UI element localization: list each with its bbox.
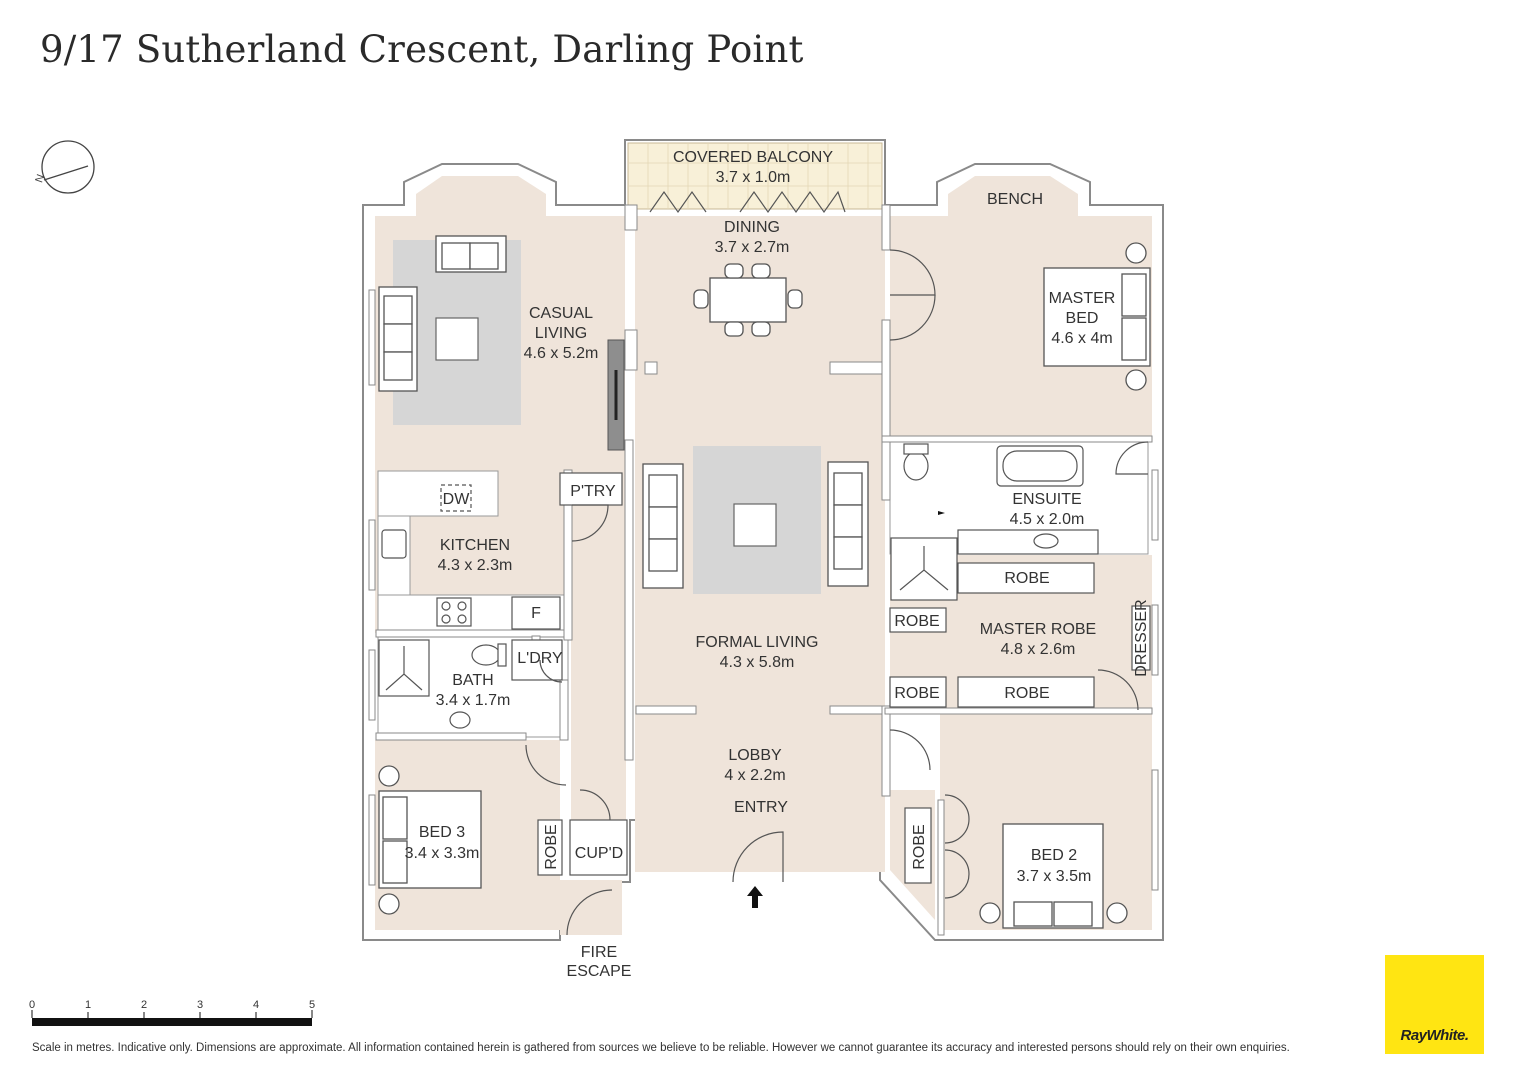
ensuite-size: 4.5 x 2.0m	[1010, 511, 1085, 528]
laundry-label: L'DRY	[517, 650, 563, 667]
ensuite-fixtures	[890, 443, 1099, 601]
master-bed-icon	[1043, 242, 1151, 391]
bed3-size: 3.4 x 3.3m	[405, 845, 480, 862]
covered-balcony-area	[627, 142, 883, 214]
balcony-size: 3.7 x 1.0m	[716, 169, 791, 186]
lobby-size: 4 x 2.2m	[724, 767, 785, 784]
robe-left-lower-label: ROBE	[894, 685, 939, 702]
bed3-icon	[378, 765, 482, 915]
master-bed-name-2: BED	[1066, 310, 1099, 327]
ensuite-arrow-icon	[938, 511, 945, 515]
kitchen-size: 4.3 x 2.3m	[438, 557, 513, 574]
casual-sofa-icon	[378, 235, 507, 392]
dishwasher-label: DW	[443, 491, 471, 508]
scale-tick-0: 0	[29, 999, 35, 1011]
scale-tick-1: 1	[85, 999, 91, 1011]
bath-name: BATH	[452, 672, 493, 689]
windows	[368, 289, 1159, 891]
robe-ensuite-label: ROBE	[1004, 570, 1049, 587]
dining-name: DINING	[724, 219, 780, 236]
room-labels: COVERED BALCONY 3.7 x 1.0m BENCH DINING …	[405, 149, 1150, 980]
page-title: 9/17 Sutherland Crescent, Darling Point	[40, 28, 804, 71]
casual-living-name-2: LIVING	[535, 325, 587, 342]
logo-text: RayWhite.	[1400, 1027, 1469, 1044]
casual-coffee-table-icon	[435, 317, 479, 361]
bed2-size: 3.7 x 3.5m	[1017, 868, 1092, 885]
fireplace-icon	[607, 339, 625, 451]
formal-living-size: 4.3 x 5.8m	[720, 654, 795, 671]
scale-bar: 0 1 2 3 4 5	[29, 999, 315, 1026]
master-robe-size: 4.8 x 2.6m	[1001, 641, 1076, 658]
bed3-name: BED 3	[419, 824, 465, 841]
robe-bed3-label: ROBE	[543, 824, 560, 869]
balcony-name: COVERED BALCONY	[673, 149, 833, 166]
robe-left-upper-label: ROBE	[894, 613, 939, 630]
compass-label: N	[33, 173, 47, 185]
robe-bed2-label: ROBE	[911, 824, 928, 869]
casual-living-name-1: CASUAL	[529, 305, 593, 322]
kitchen-fittings	[381, 484, 561, 630]
pantry-label: P'TRY	[570, 483, 616, 500]
fire-escape-line-2: ESCAPE	[567, 963, 632, 980]
formal-sofa-icon	[642, 461, 869, 589]
disclaimer-text: Scale in metres. Indicative only. Dimens…	[32, 1042, 1290, 1054]
formal-living-name: FORMAL LIVING	[696, 634, 819, 651]
scale-tick-3: 3	[197, 999, 203, 1011]
raywhite-logo: RayWhite.	[1385, 955, 1484, 1054]
bath-size: 3.4 x 1.7m	[436, 692, 511, 709]
formal-coffee-table-icon	[733, 503, 777, 547]
scale-tick-2: 2	[141, 999, 147, 1011]
door-swings	[525, 249, 1149, 936]
bench-label: BENCH	[987, 191, 1043, 208]
bath-fittings	[378, 639, 563, 729]
master-robe-name: MASTER ROBE	[980, 621, 1096, 638]
cupboard-label: CUP'D	[575, 845, 623, 862]
fridge-label: F	[531, 605, 541, 622]
north-compass-icon: N	[33, 140, 95, 194]
scale-tick-4: 4	[253, 999, 259, 1011]
casual-living-size: 4.6 x 5.2m	[524, 345, 599, 362]
lobby-name: LOBBY	[728, 747, 782, 764]
fire-escape-line-1: FIRE	[581, 944, 617, 961]
scale-tick-5: 5	[309, 999, 315, 1011]
robe-units	[537, 472, 1151, 884]
entry-arrow-icon	[747, 886, 763, 908]
kitchen-name: KITCHEN	[440, 537, 510, 554]
master-bed-size: 4.6 x 4m	[1051, 330, 1112, 347]
dining-table-icon	[693, 263, 803, 337]
bed2-name: BED 2	[1031, 847, 1077, 864]
entry-label: ENTRY	[734, 799, 788, 816]
dresser-label: DRESSER	[1133, 599, 1150, 676]
bed2-icon	[979, 823, 1128, 929]
robe-lower-label: ROBE	[1004, 685, 1049, 702]
dining-size: 3.7 x 2.7m	[715, 239, 790, 256]
interior-walls	[375, 204, 1153, 936]
ensuite-name: ENSUITE	[1012, 491, 1081, 508]
master-bed-name-1: MASTER	[1049, 290, 1116, 307]
